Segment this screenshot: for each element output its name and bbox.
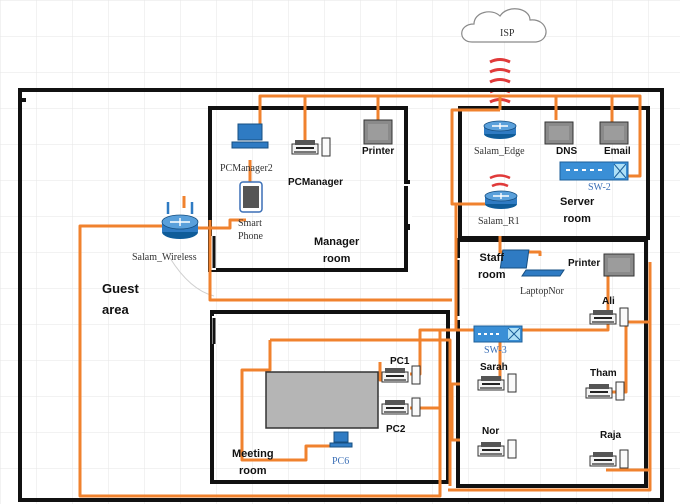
- r1-signal-icon: [489, 174, 511, 188]
- laptop-nor-icon[interactable]: [499, 249, 565, 277]
- pcmanager2-icon[interactable]: [231, 123, 269, 149]
- pc1-label: PC1: [390, 356, 410, 367]
- isp-label: ISP: [500, 28, 515, 39]
- dns-server-icon[interactable]: [544, 121, 574, 145]
- guest-area-line1: Guest: [102, 281, 139, 296]
- server-room-line2: room: [563, 213, 591, 225]
- sarah-pc-icon[interactable]: [477, 373, 517, 393]
- outer-wall: [18, 88, 664, 502]
- smart-phone-label-1: Smart: [238, 218, 262, 229]
- staff-room-label: Staff room: [478, 250, 506, 284]
- manager-printer-icon[interactable]: [363, 119, 393, 145]
- guest-area-label: Guest area: [102, 278, 139, 320]
- staff-printer-label: Printer: [568, 258, 601, 269]
- dns-label: DNS: [556, 146, 578, 157]
- meeting-room-line1: Meeting: [232, 448, 274, 460]
- salam-wireless-router-icon[interactable]: [161, 202, 199, 239]
- pc6-label: PC6: [332, 456, 350, 467]
- salam-wireless-label: Salam_Wireless: [132, 252, 197, 263]
- manager-room-label: Manager room: [314, 234, 359, 268]
- meeting-table: [265, 371, 379, 429]
- pcmanager-label: PCManager: [288, 177, 344, 188]
- tham-pc-icon[interactable]: [585, 381, 625, 401]
- staff-printer-icon[interactable]: [603, 253, 635, 277]
- smart-phone-icon[interactable]: [239, 181, 263, 213]
- salam-edge-router-icon[interactable]: [483, 120, 517, 140]
- manager-printer-label: Printer: [362, 146, 395, 157]
- pc2-label: PC2: [386, 424, 406, 435]
- meeting-room-line2: room: [239, 465, 267, 477]
- salam-edge-label: Salam_Edge: [474, 146, 525, 157]
- pcmanager2-label: PCManager2: [220, 163, 273, 174]
- tham-label: Tham: [590, 368, 617, 379]
- manager-room-line1: Manager: [314, 236, 360, 248]
- ali-label: Ali: [602, 296, 615, 307]
- pc1-icon[interactable]: [381, 365, 421, 385]
- staff-room-line1: Staff: [479, 252, 504, 264]
- server-room-line1: Server: [560, 196, 595, 208]
- isp-cloud: [461, 8, 547, 43]
- ali-pc-icon[interactable]: [589, 307, 629, 327]
- staff-room-line2: room: [478, 269, 506, 281]
- manager-room-line2: room: [322, 253, 351, 265]
- salam-r1-router-icon[interactable]: [484, 190, 518, 210]
- sw2-label: SW-2: [588, 182, 611, 193]
- pc6-icon[interactable]: [329, 431, 353, 448]
- meeting-room-wall: [210, 310, 450, 484]
- sw3-label: SW-3: [484, 345, 507, 356]
- laptop-nor-label: LaptopNor: [520, 286, 564, 297]
- meeting-room-label: Meeting room: [232, 446, 274, 480]
- door-leaves: [212, 190, 462, 344]
- pc2-icon[interactable]: [381, 397, 421, 417]
- email-label: Email: [604, 146, 631, 157]
- server-room-label: Server room: [560, 194, 594, 228]
- sw2-switch-icon[interactable]: [559, 161, 629, 181]
- raja-pc-icon[interactable]: [589, 449, 629, 469]
- cabling: [78, 94, 652, 498]
- sw3-switch-icon[interactable]: [473, 325, 523, 343]
- salam-r1-label: Salam_R1: [478, 216, 520, 227]
- staff-room-wall: [456, 238, 648, 488]
- email-server-icon[interactable]: [599, 121, 629, 145]
- guest-area-line2: area: [102, 302, 129, 317]
- raja-label: Raja: [600, 430, 622, 441]
- nor-pc-icon[interactable]: [477, 439, 517, 459]
- sarah-label: Sarah: [480, 362, 508, 373]
- smart-phone-label-2: Phone: [238, 231, 263, 242]
- nor-label: Nor: [482, 426, 500, 437]
- pcmanager-icon[interactable]: [291, 137, 331, 157]
